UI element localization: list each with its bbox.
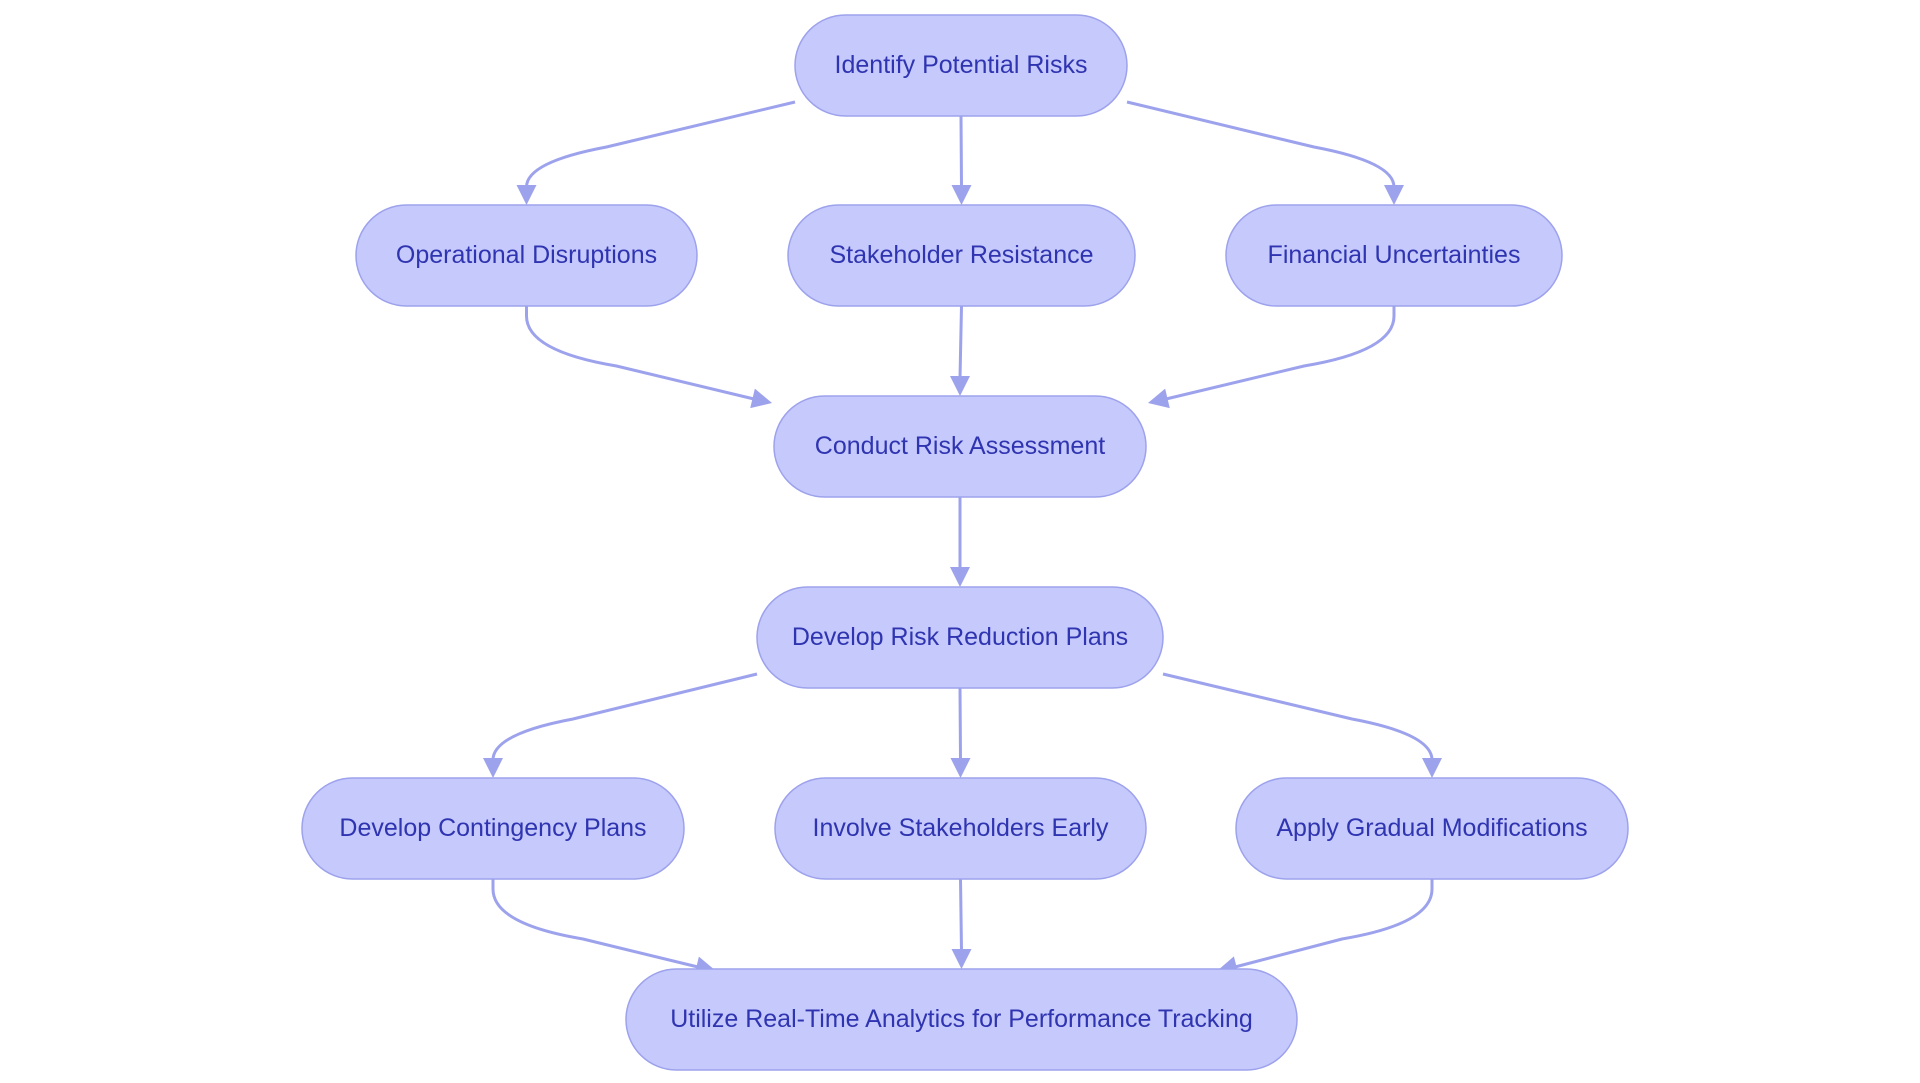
node-shape [301,777,685,880]
edge-line [958,687,962,761]
node-label: Identify Potential Risks [835,51,1088,79]
edge-reduction-to-gradual [1162,672,1442,778]
node-identify[interactable]: Identify Potential Risks [794,14,1128,117]
edge-assessment-to-reduction [950,497,970,587]
arrowhead-icon [516,185,537,205]
edge-line [1165,306,1396,401]
edge-line [958,305,963,379]
edge-financial-to-assessment [1148,306,1396,409]
node-gradual[interactable]: Apply Gradual Modifications [1235,777,1629,880]
edge-line [1126,100,1396,188]
arrowhead-icon [1148,388,1170,409]
node-involve[interactable]: Involve Stakeholders Early [774,777,1147,880]
edge-line [959,878,963,952]
arrowhead-icon [750,388,772,409]
arrowhead-icon [950,567,970,587]
edge-line [491,672,758,761]
edge-stakeholder-to-assessment [950,305,970,396]
edge-identify-to-operational [516,100,796,205]
node-shape [625,968,1298,1071]
node-label: Conduct Risk Assessment [815,432,1105,460]
node-analytics[interactable]: Utilize Real-Time Analytics for Performa… [625,968,1298,1071]
arrowhead-icon [950,376,970,396]
arrowhead-icon [950,758,971,778]
node-reduction[interactable]: Develop Risk Reduction Plans [756,586,1164,689]
node-shape [773,395,1147,498]
node-label: Apply Gradual Modifications [1276,814,1587,842]
edge-line [959,115,963,188]
node-label: Financial Uncertainties [1268,241,1521,269]
node-assessment[interactable]: Conduct Risk Assessment [773,395,1147,498]
node-shape [1235,777,1629,880]
edge-line [1234,879,1434,969]
edge-line [491,879,699,969]
edge-line [1162,672,1434,761]
node-label: Stakeholder Resistance [829,241,1093,269]
edge-gradual-to-analytics [1217,879,1434,976]
node-shape [756,586,1164,689]
arrowhead-icon [483,758,503,778]
edge-reduction-to-involve [950,687,971,778]
node-stakeholder[interactable]: Stakeholder Resistance [787,204,1136,307]
arrowhead-icon [1384,185,1404,205]
node-label: Develop Risk Reduction Plans [792,623,1128,651]
node-label: Operational Disruptions [396,241,657,269]
node-label: Develop Contingency Plans [339,814,646,842]
node-financial[interactable]: Financial Uncertainties [1225,204,1563,307]
node-shape [794,14,1128,117]
node-shape [355,204,698,307]
node-shape [787,204,1136,307]
node-contingency[interactable]: Develop Contingency Plans [301,777,685,880]
node-label: Involve Stakeholders Early [813,814,1109,842]
edge-contingency-to-analytics [491,879,716,977]
node-shape [774,777,1147,880]
edge-line [525,100,796,188]
arrowhead-icon [951,949,972,969]
edge-reduction-to-contingency [483,672,758,778]
edge-involve-to-analytics [951,878,972,969]
edge-line [525,306,755,401]
edge-operational-to-assessment [525,306,772,409]
arrowhead-icon [951,185,972,205]
node-operational[interactable]: Operational Disruptions [355,204,698,307]
node-label: Utilize Real-Time Analytics for Performa… [670,1005,1253,1033]
edge-identify-to-stakeholder [951,115,972,205]
arrowhead-icon [1422,758,1442,778]
node-shape [1225,204,1563,307]
edge-identify-to-financial [1126,100,1404,205]
